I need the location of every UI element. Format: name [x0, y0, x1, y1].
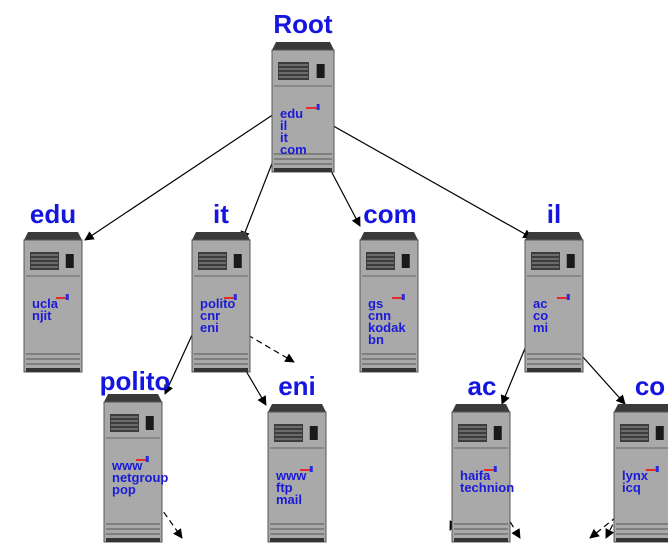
zone-entry: cnn	[368, 308, 391, 323]
zone-entry: ucla	[32, 296, 59, 311]
zone-entry: pop	[112, 482, 136, 497]
server-tower-icon	[23, 232, 83, 373]
server-tower-icon	[613, 404, 668, 543]
zone-entry: www	[111, 458, 143, 473]
zone-entry: cnr	[200, 308, 220, 323]
delegation-arrow	[304, 109, 533, 239]
nodes: Rooteduilitcomeduuclanjititpolitocnrenic…	[23, 9, 668, 543]
server-tower-icon	[451, 404, 511, 543]
zone-entry: ftp	[276, 480, 293, 495]
server-tower-icon	[524, 232, 584, 373]
zone-entry: it	[280, 130, 289, 145]
server-tower-icon	[191, 232, 251, 373]
server-title-com: com	[363, 199, 416, 229]
server-title-it: it	[213, 199, 229, 229]
zone-entry: mail	[276, 492, 302, 507]
zone-entry: polito	[200, 296, 235, 311]
delegation-arrow	[157, 503, 183, 539]
zone-entry: netgroup	[112, 470, 168, 485]
server-tower-icon	[359, 232, 419, 373]
server-tower-icon	[271, 42, 335, 173]
delegation-arrow	[499, 504, 521, 539]
zone-entry: njit	[32, 308, 52, 323]
zone-entry: gs	[368, 296, 383, 311]
server-tower-icon	[267, 404, 327, 543]
zone-entry: www	[275, 468, 307, 483]
delegation-arrow	[84, 109, 281, 241]
zone-entry: il	[280, 118, 287, 133]
server-title-edu: edu	[30, 199, 76, 229]
zone-entry: edu	[280, 106, 303, 121]
server-title-root: Root	[273, 9, 333, 39]
zone-entry: icq	[622, 480, 641, 495]
server-title-polito: polito	[100, 366, 171, 396]
server-tower-icon	[103, 394, 163, 543]
server-title-eni: eni	[278, 371, 316, 401]
server-title-il: il	[547, 199, 561, 229]
server-title-ac: ac	[468, 371, 497, 401]
zone-entry: ac	[533, 296, 547, 311]
zone-entry: haifa	[460, 468, 491, 483]
zone-entry: lynx	[622, 468, 649, 483]
zone-entry: co	[533, 308, 548, 323]
zone-entry: eni	[200, 320, 219, 335]
zone-entry: com	[280, 142, 307, 157]
zone-entry: technion	[460, 480, 514, 495]
zone-entry: mi	[533, 320, 548, 335]
zone-entry: bn	[368, 332, 384, 347]
server-title-co: co	[635, 371, 665, 401]
zone-entry: kodak	[368, 320, 406, 335]
